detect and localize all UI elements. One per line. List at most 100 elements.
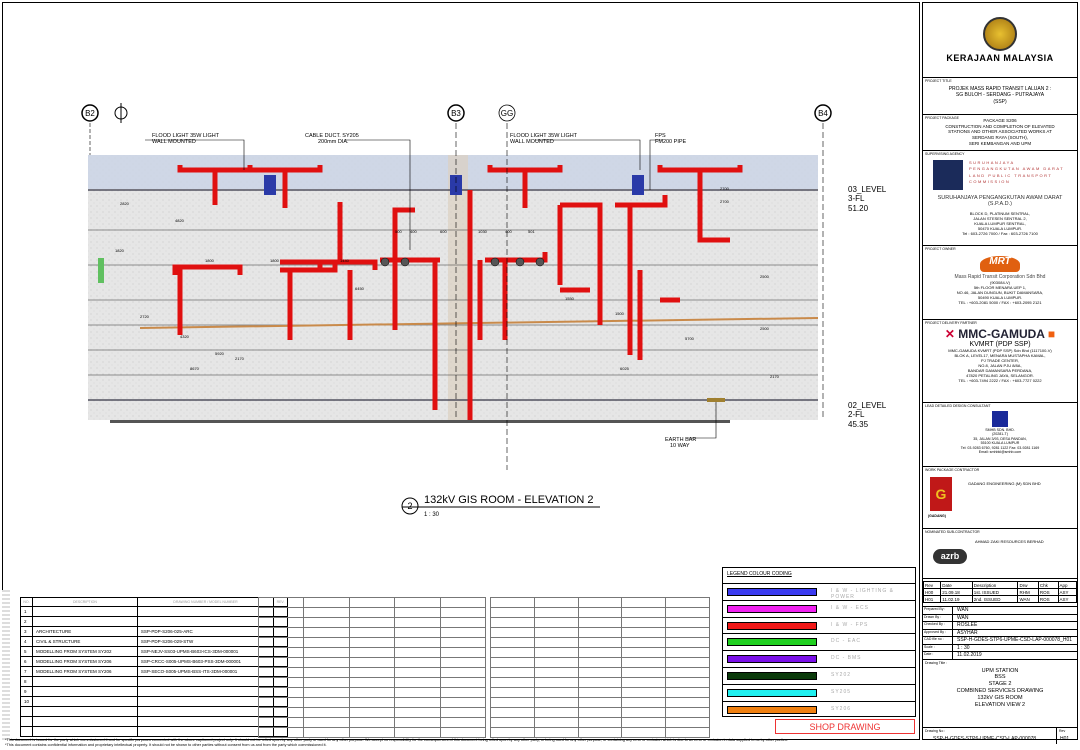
table-row: [257, 697, 487, 708]
cell: [577, 647, 623, 658]
text-line: MMC-GAMUDA KVMRT (PDP SSP) Sdn Bhd (1117…: [948, 348, 1052, 353]
text-line: STATIONS AND OTHER ASSOCIATED WORKS AT: [948, 129, 1052, 135]
dimension-label: 1500: [615, 311, 625, 316]
text-line: BLOK A, LEVEL17, MENARA MUSTAPHA KAMAL,: [954, 353, 1046, 358]
legend-title: LEGEND COLOUR CODING: [727, 571, 792, 577]
dimension-label: 2500: [760, 326, 770, 331]
cell: [394, 697, 441, 708]
table-row: [490, 677, 710, 688]
grid-b4: B4: [818, 109, 828, 118]
field-value: 11.02.2019: [957, 652, 982, 659]
cell: [621, 647, 667, 658]
cell-no: 6: [19, 656, 34, 667]
cell-num: [136, 706, 275, 717]
cell: [621, 697, 667, 708]
title-field: Drawn By :WAN: [923, 614, 1077, 622]
svg-text:FLOOD LIGHT 35W LIGHT: FLOOD LIGHT 35W LIGHT: [510, 133, 578, 139]
cell: [394, 637, 441, 648]
cell: [665, 687, 710, 698]
cell: [303, 647, 350, 658]
text-line: KUALA LUMPUR SENTRAL,: [974, 221, 1026, 226]
cell: [665, 617, 710, 628]
cell: [577, 717, 623, 728]
text-line: SMHB SDN. BHD.: [985, 428, 1015, 432]
svg-text:200mm DIA.: 200mm DIA.: [318, 139, 349, 145]
cell: [621, 627, 667, 638]
rev-cell: ASY: [1057, 595, 1077, 603]
text-line: STAGE 2: [988, 681, 1012, 688]
table-row: [257, 667, 487, 678]
field-label: CAD file no :: [923, 637, 953, 644]
spad-logo: [933, 160, 963, 190]
rev-cell: ROS: [1037, 595, 1059, 603]
text-line: LAND PUBLIC TRANSPORT: [969, 172, 1053, 178]
cell-desc: CIVIL & STRUCTURE: [32, 636, 138, 647]
dimension-label: 2170: [235, 356, 245, 361]
table-row: [490, 597, 710, 608]
svg-text:WALL MOUNTED: WALL MOUNTED: [510, 139, 554, 145]
reference-table-3: [490, 597, 710, 738]
shop-drawing-stamp: SHOP DRAWING: [775, 719, 915, 734]
cell-num: [136, 696, 275, 707]
legend-item: SY205: [723, 683, 915, 701]
text-line: (903084-V): [989, 280, 1010, 285]
cell: [577, 687, 623, 698]
text-line: JALAN STESEN SENTRAL 2,: [973, 216, 1027, 221]
field-label: Approved By :: [923, 629, 953, 636]
cell: [257, 597, 305, 608]
dimension-label: 400: [410, 229, 417, 234]
cell-no: 4: [19, 636, 34, 647]
legend-swatch: [727, 638, 817, 647]
legend-swatch: [727, 655, 817, 664]
cell: [303, 697, 350, 708]
table-row: [257, 637, 487, 648]
field-value: WAN: [957, 614, 969, 621]
rev-cell: 21.09.18: [940, 588, 973, 596]
cell: [621, 597, 667, 608]
field-label: Checked By :: [923, 622, 953, 629]
svg-text:CABLE DUCT. SY205: CABLE DUCT. SY205: [305, 133, 359, 139]
cell: [394, 727, 441, 738]
mmc-gamuda-logo: MMC-GAMUDA: [958, 327, 1045, 341]
cell-num: [136, 716, 275, 727]
legend-label: I & W - LIGHTING & POWER: [831, 588, 895, 600]
revision-value: H01: [1060, 735, 1070, 742]
drawing-sheet-frame: [2, 2, 920, 740]
table-row: [490, 667, 710, 678]
text-line: PROJEK MASS RAPID TRANSIT LALUAN 2 :: [948, 86, 1052, 92]
cell-desc: [32, 696, 138, 707]
cell: [303, 667, 350, 678]
cell: [665, 647, 710, 658]
text-line: 50490 KUALA LUMPUR.: [977, 295, 1023, 300]
dimension-label: 1030: [478, 229, 488, 234]
cell-num: SSP-CRCC-S005-UPMS-B603-PSS-3DM-000001: [136, 656, 275, 667]
title-field: Checked By :ROSLEE: [923, 622, 1077, 630]
cell: [394, 607, 441, 618]
cell: [394, 707, 441, 718]
cell: [533, 607, 579, 618]
cell: [490, 647, 535, 658]
cell-desc: [32, 686, 138, 697]
cell: [394, 677, 441, 688]
cell-no: 1: [19, 606, 34, 617]
cell-num: [136, 726, 275, 737]
cell: [490, 637, 535, 648]
text-line: SERI KEMBANGAN AND UPM: [968, 140, 1032, 146]
cell: [490, 617, 535, 628]
cell-num: SSP-SECO-S005-UPMS-BSS-ITS-3DM-000001: [136, 666, 275, 677]
cell: [621, 727, 667, 738]
legend-swatch: [727, 588, 817, 596]
cell: [303, 707, 350, 718]
cell: [621, 617, 667, 628]
field-label: Date :: [923, 652, 953, 659]
cell: [303, 597, 350, 608]
text-line: PACKAGE S206: [983, 118, 1017, 123]
cell-desc: MODELLING FROM SYSTEM SY206: [32, 656, 138, 667]
cell: [577, 697, 623, 708]
svg-text:2-FL: 2-FL: [848, 410, 865, 419]
rev-cell: H00: [922, 588, 942, 596]
text-line: 55100 KUALA LUMPUR: [980, 441, 1020, 446]
